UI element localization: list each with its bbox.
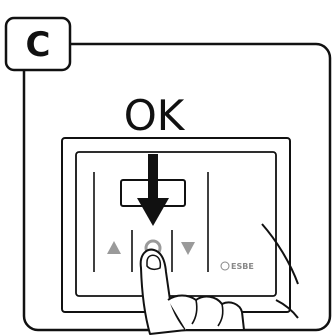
ok-label: OK bbox=[124, 91, 186, 140]
controller-screen bbox=[76, 152, 276, 296]
brand-label: ESBE bbox=[231, 262, 254, 271]
step-badge: C bbox=[6, 18, 70, 70]
step-label: C bbox=[26, 25, 51, 65]
